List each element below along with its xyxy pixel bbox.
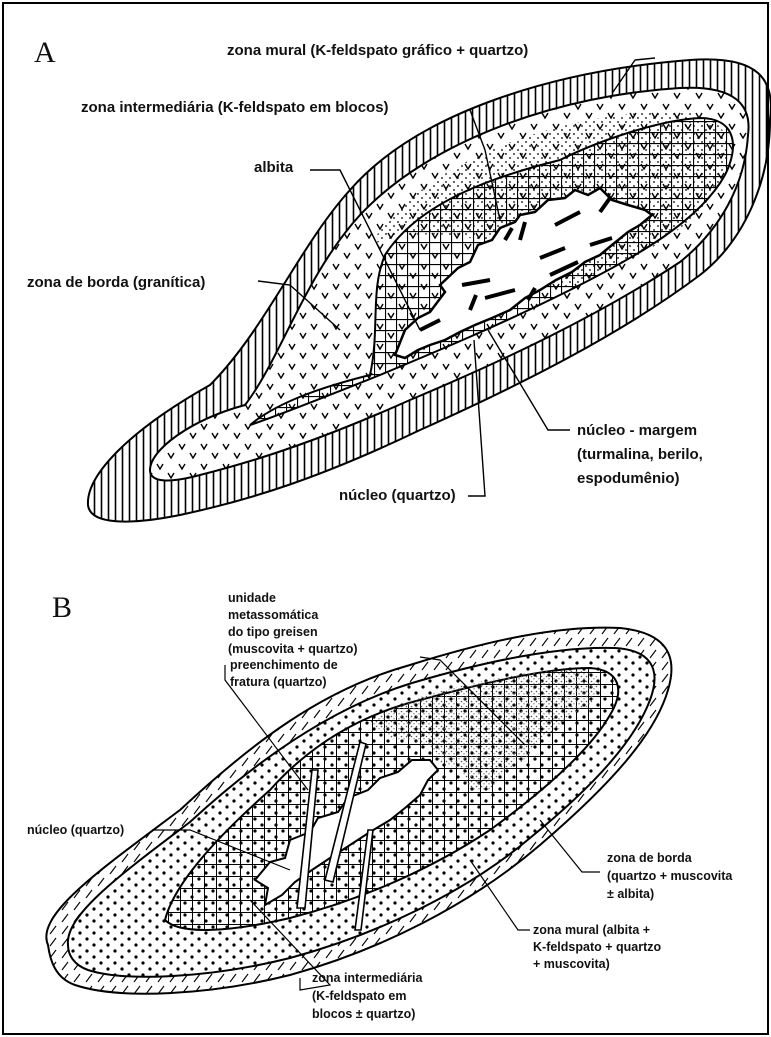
label-b-borda-1: zona de borda — [607, 851, 693, 865]
label-b-mural-3: + muscovita) — [533, 957, 610, 971]
label-b-mural-1: zona mural (albita + — [533, 923, 650, 937]
label-b-greisen-3: do tipo greisen — [228, 625, 318, 639]
label-a-nucleo-margem-2: (turmalina, berilo, — [577, 446, 703, 463]
label-b-borda-3: ± albita) — [607, 887, 654, 901]
label-a-nucleo-margem-1: núcleo - margem — [577, 422, 697, 439]
panel-b-letter: B — [52, 591, 72, 624]
label-a-zona-borda: zona de borda (granítica) — [27, 274, 205, 291]
label-a-nucleo: núcleo (quartzo) — [339, 487, 456, 504]
panel-a: A — [27, 36, 771, 522]
label-b-nucleo: núcleo (quartzo) — [27, 823, 124, 837]
label-b-inter-3: blocos ± quartzo) — [312, 1007, 415, 1021]
label-b-greisen-4: (muscovita + quartzo) — [228, 642, 358, 656]
label-a-nucleo-margem-3: espodumênio) — [577, 470, 680, 487]
label-b-inter-1: zona intermediária — [312, 971, 423, 985]
label-b-fratura-2: fratura (quartzo) — [230, 675, 327, 689]
label-b-fratura-1: preenchimento de — [230, 658, 338, 672]
label-b-inter-2: (K-feldspato em — [312, 989, 406, 1003]
label-a-albita: albita — [254, 159, 294, 176]
label-b-mural-2: K-feldspato + quartzo — [533, 940, 661, 954]
label-b-greisen-1: unidade — [228, 591, 276, 605]
label-b-greisen-2: metassomática — [228, 608, 319, 622]
panel-a-letter: A — [34, 36, 56, 69]
label-a-zona-intermediaria: zona intermediária (K-feldspato em bloco… — [81, 99, 389, 116]
label-b-borda-2: (quartzo + muscovita — [607, 869, 733, 883]
label-a-zona-mural: zona mural (K-feldspato gráfico + quartz… — [227, 42, 528, 59]
panel-b: B unidade metassomática do tipo — [27, 591, 733, 1021]
